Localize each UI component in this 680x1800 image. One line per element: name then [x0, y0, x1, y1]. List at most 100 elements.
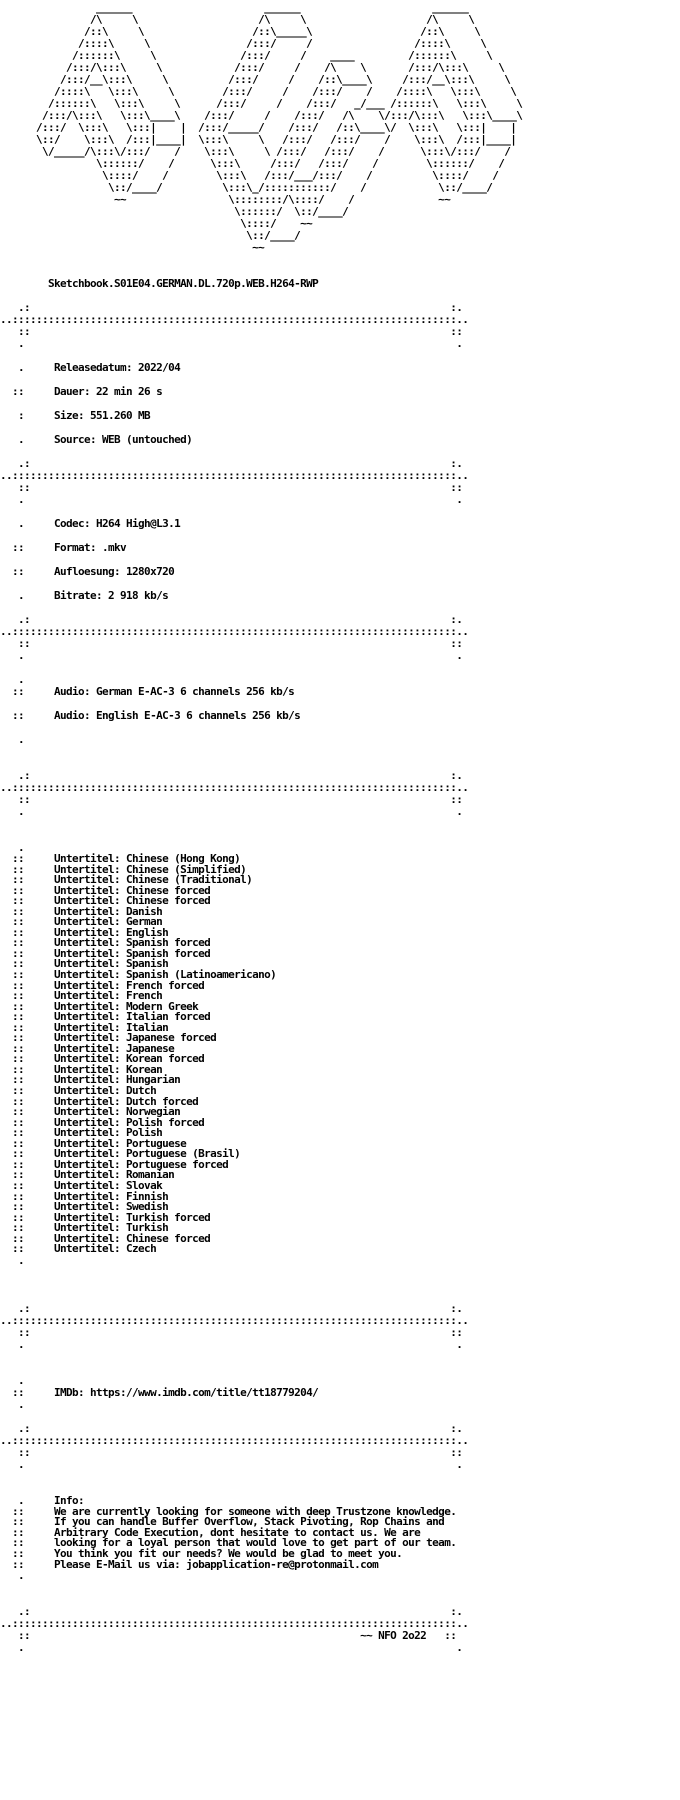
- blank-line: [0, 662, 680, 674]
- subtitle-track-10: :: Untertitel: Spanish: [0, 957, 169, 971]
- logo-art-line-6: /:::/__\:::\ \ /:::/ / /::\____\ /:::/__…: [0, 73, 511, 86]
- subtitle-track-34: :: Untertitel: Turkish forced: [0, 1210, 211, 1224]
- divider-top: .: :.: [0, 1301, 463, 1315]
- margin-dot: .: [0, 1569, 25, 1583]
- logo-art-line-8: /::::::\ \:::\ \ /:::/ / /:::/ _/___ /::…: [0, 97, 523, 110]
- info-line-5: :: Please E-Mail us via: jobapplication-…: [0, 1557, 379, 1571]
- subtitle-track-21: :: Untertitel: Hungarian: [0, 1073, 181, 1087]
- subtitle-track-4: :: Untertitel: Chinese forced: [0, 894, 211, 908]
- info-line-2: :: Arbitrary Code Execution, dont hesita…: [0, 1525, 421, 1539]
- info-line-1: :: If you can handle Buffer Overflow, St…: [0, 1515, 445, 1529]
- subtitle-track-17: :: Untertitel: Japanese forced: [0, 1031, 217, 1045]
- subtitle-track-26: :: Untertitel: Polish: [0, 1126, 163, 1140]
- source: . Source: WEB (untouched): [0, 433, 193, 446]
- logo-art-line-19: \::/____/: [0, 229, 301, 242]
- footer-tag: :: ~~ NFO 2o22 ::: [0, 1629, 457, 1643]
- margin-dot: .: [0, 1397, 25, 1411]
- subtitle-track-30: :: Untertitel: Romanian: [0, 1168, 175, 1182]
- codec: . Codec: H264 High@L3.1: [0, 517, 181, 530]
- subtitle-track-5: :: Untertitel: Danish: [0, 904, 163, 918]
- divider-tail: . .: [0, 805, 463, 818]
- divider-tail: . .: [0, 1337, 463, 1351]
- subtitle-track-20: :: Untertitel: Korean: [0, 1062, 163, 1076]
- divider-top: .: :.: [0, 457, 463, 470]
- logo-art-line-16: ~~ \::::::::/\::::/ / ~~: [0, 193, 451, 206]
- margin-dot: .: [0, 1253, 25, 1267]
- logo-art-line-1: /\ \ /\ \ /\ \: [0, 13, 475, 26]
- blank-line: [0, 1411, 680, 1423]
- blank-line: [0, 1363, 680, 1375]
- divider-bar: ..::::::::::::::::::::::::::::::::::::::…: [0, 781, 469, 794]
- subtitle-track-0: :: Untertitel: Chinese (Hong Kong): [0, 852, 241, 865]
- subtitle-track-9: :: Untertitel: Spanish forced: [0, 946, 211, 960]
- blank-line: [0, 818, 680, 830]
- subtitle-track-2: :: Untertitel: Chinese (Traditional): [0, 873, 253, 887]
- subtitle-track-7: :: Untertitel: English: [0, 925, 169, 939]
- blank-line: [0, 1267, 680, 1279]
- blank-line: [0, 722, 680, 734]
- subtitle-track-33: :: Untertitel: Swedish: [0, 1200, 169, 1214]
- divider-bar: ..::::::::::::::::::::::::::::::::::::::…: [0, 1617, 469, 1631]
- divider-tail: . .: [0, 493, 463, 506]
- subtitle-track-31: :: Untertitel: Slovak: [0, 1178, 163, 1192]
- blank-line: [0, 746, 680, 758]
- divider-bottom: :: ::: [0, 793, 463, 806]
- subtitle-track-24: :: Untertitel: Norwegian: [0, 1105, 181, 1119]
- divider-bottom: :: ::: [0, 1325, 463, 1339]
- logo-art-line-17: \::::::/ \::/____/: [0, 205, 349, 218]
- subtitle-track-11: :: Untertitel: Spanish (Latinoamericano): [0, 968, 277, 982]
- divider-top: .: :.: [0, 1605, 463, 1619]
- subtitle-track-35: :: Untertitel: Turkish: [0, 1221, 169, 1235]
- subtitle-track-14: :: Untertitel: Modern Greek: [0, 999, 199, 1013]
- resolution: :: Aufloesung: 1280x720: [0, 565, 175, 578]
- divider-bottom: :: ::: [0, 481, 463, 494]
- blank-line: [0, 1483, 680, 1495]
- subtitle-track-25: :: Untertitel: Polish forced: [0, 1115, 205, 1129]
- divider-bottom: :: ::: [0, 325, 463, 338]
- logo-art-line-2: /::\ \ /::\_____\ /::\ \: [0, 25, 481, 38]
- divider-bottom: :: ::: [0, 1445, 463, 1459]
- divider-bar: ..::::::::::::::::::::::::::::::::::::::…: [0, 469, 469, 482]
- divider-tail: . .: [0, 337, 463, 350]
- subtitle-track-1: :: Untertitel: Chinese (Simplified): [0, 862, 247, 876]
- logo-art-line-3: /::::\ \ /:::/ / /::::\ \: [0, 37, 487, 50]
- logo-art-line-7: /::::\ \:::\ \ /:::/ / /:::/ / /::::\ \:…: [0, 85, 517, 98]
- logo-art-line-11: \::/ \:::\ /:::|____| \:::\ \ /:::/ /:::…: [0, 133, 517, 146]
- logo-art-line-15: \::/____/ \:::\_/:::::::::::/ / \::/____…: [0, 181, 493, 194]
- divider-bar: ..::::::::::::::::::::::::::::::::::::::…: [0, 1433, 469, 1447]
- subtitle-track-22: :: Untertitel: Dutch: [0, 1084, 157, 1098]
- divider-top: .: :.: [0, 613, 463, 626]
- logo-art-line-10: /:::/ \:::\ \:::| | /:::/_____/ /:::/ /:…: [0, 121, 517, 134]
- subtitle-track-28: :: Untertitel: Portuguese (Brasil): [0, 1147, 241, 1161]
- duration: :: Dauer: 22 min 26 s: [0, 385, 163, 398]
- margin-dot: .: [0, 733, 25, 746]
- subtitle-track-8: :: Untertitel: Spanish forced: [0, 936, 211, 950]
- subtitle-track-6: :: Untertitel: German: [0, 915, 163, 929]
- divider-bar: ..::::::::::::::::::::::::::::::::::::::…: [0, 1313, 469, 1327]
- logo-art-line-9: /:::/\:::\ \:::\____\ /:::/ / /:::/ /\ \…: [0, 109, 523, 122]
- logo-art-line-5: /:::/\:::\ \ /:::/ / /\ \ /:::/\:::\ \: [0, 61, 505, 74]
- logo-art-line-13: \::::::/ / \:::\ /:::/ /:::/ / \::::::/ …: [0, 157, 505, 170]
- release-date: . Releasedatum: 2022/04: [0, 361, 181, 374]
- subtitle-track-13: :: Untertitel: French: [0, 989, 163, 1003]
- divider-bar: ..::::::::::::::::::::::::::::::::::::::…: [0, 313, 469, 326]
- audio-track-1: :: Audio: English E-AC-3 6 channels 256 …: [0, 709, 301, 722]
- logo-art-line-20: ~~: [0, 241, 265, 254]
- info-line-4: :: You think you fit our needs? We would…: [0, 1546, 403, 1560]
- divider-tail: . .: [0, 1641, 463, 1655]
- nfo-document: ______ ______ ______ /\ \ /\ \ /\ \ /::\…: [0, 2, 680, 1655]
- info-line-0: :: We are currently looking for someone …: [0, 1504, 457, 1518]
- subtitle-track-36: :: Untertitel: Chinese forced: [0, 1231, 211, 1245]
- blank-line: [0, 1291, 680, 1303]
- divider-bar: ..::::::::::::::::::::::::::::::::::::::…: [0, 625, 469, 638]
- subtitle-track-27: :: Untertitel: Portuguese: [0, 1136, 187, 1150]
- subtitle-track-15: :: Untertitel: Italian forced: [0, 1010, 211, 1024]
- subtitle-track-29: :: Untertitel: Portuguese forced: [0, 1157, 229, 1171]
- divider-top: .: :.: [0, 769, 463, 782]
- release-name: Sketchbook.S01E04.GERMAN.DL.720p.WEB.H26…: [0, 277, 319, 290]
- blank-line: [0, 1351, 680, 1363]
- blank-line: [0, 1279, 680, 1291]
- subtitle-track-12: :: Untertitel: French forced: [0, 978, 205, 992]
- subtitle-track-37: :: Untertitel: Czech: [0, 1242, 157, 1256]
- divider-bottom: :: ::: [0, 637, 463, 650]
